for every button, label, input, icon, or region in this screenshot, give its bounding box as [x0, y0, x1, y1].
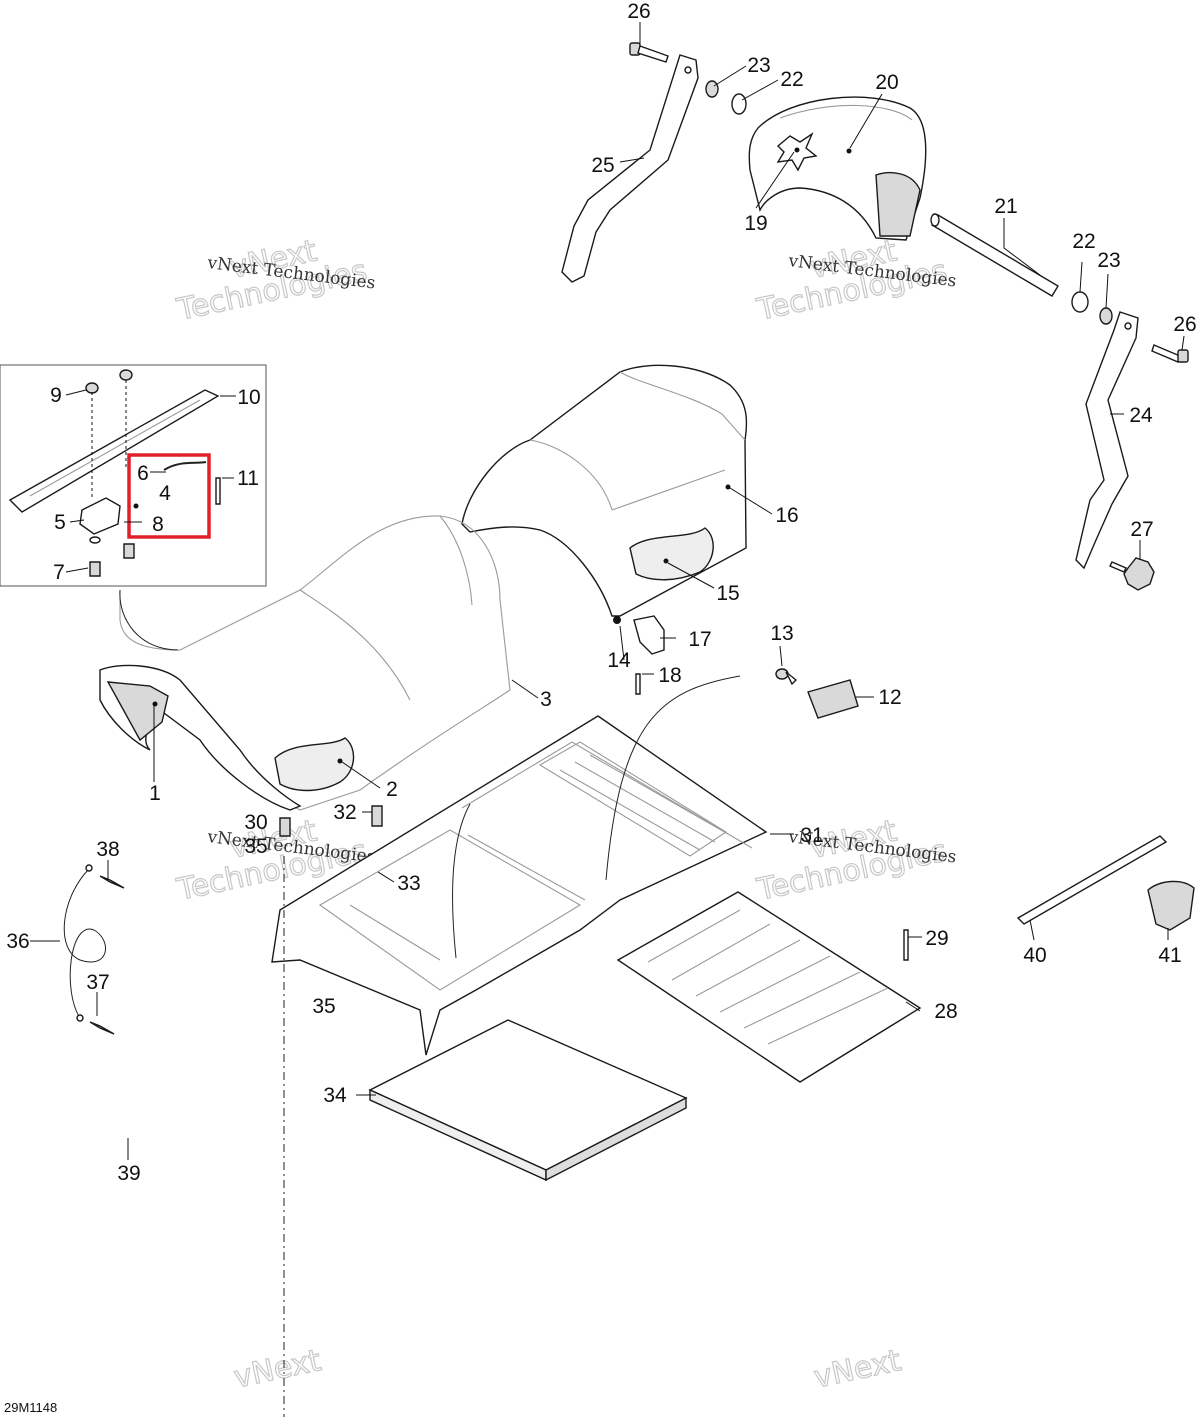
backrest-side [875, 172, 921, 237]
screw-13 [775, 668, 798, 686]
callout-35-upper: 35 [244, 835, 267, 858]
callout-21: 21 [994, 195, 1017, 218]
callout-26-top: 26 [627, 0, 650, 23]
callout-33: 33 [397, 872, 420, 895]
callout-37: 37 [86, 971, 109, 994]
callout-23-right: 23 [1097, 249, 1120, 272]
callout-29: 29 [925, 927, 948, 950]
hinge-12 [807, 679, 859, 719]
callout-32: 32 [333, 801, 356, 824]
tether-cable [63, 864, 125, 1035]
storage-box-pad-15 [629, 527, 714, 581]
callout-39: 39 [117, 1162, 140, 1185]
floor-tray-28 [616, 891, 922, 1083]
callout-23-top: 23 [747, 54, 770, 77]
bracket-right [1075, 311, 1139, 570]
foam-panel-34 [368, 1019, 688, 1182]
rivet-18 [635, 673, 641, 695]
backrest-assembly [561, 42, 1189, 591]
callout-14: 14 [607, 649, 631, 672]
latch-rail-10 [8, 389, 220, 513]
callout-3: 3 [540, 688, 552, 711]
seat-cushion [99, 515, 511, 811]
callout-8: 8 [152, 513, 164, 536]
callout-1: 1 [149, 782, 161, 805]
callout-41: 41 [1158, 944, 1181, 967]
watermark-line1: vNext [231, 1343, 324, 1396]
inset-latch-detail [0, 364, 267, 587]
callout-2: 2 [386, 778, 398, 801]
storage-box-shell [461, 364, 748, 617]
washer-22 [731, 93, 747, 115]
callout-26-right: 26 [1173, 313, 1196, 336]
callout-40: 40 [1023, 944, 1046, 967]
storage-box [461, 364, 748, 624]
bushing-23-right [1099, 307, 1113, 325]
watermark-line1: vNext [811, 1343, 904, 1396]
callout-38: 38 [96, 838, 119, 861]
callout-34: 34 [323, 1084, 347, 1107]
latch-bar-40 [1016, 835, 1168, 925]
callout-22-right: 22 [1072, 230, 1095, 253]
callout-9: 9 [50, 384, 62, 407]
callout-4: 4 [159, 482, 171, 505]
callout-18: 18 [658, 664, 681, 687]
assembly-arrows [119, 589, 741, 1417]
callout-24: 24 [1129, 404, 1153, 427]
knob-27 [1109, 557, 1155, 591]
screw-26-right [1151, 344, 1189, 363]
callout-19: 19 [744, 212, 767, 235]
callout-30: 30 [244, 811, 267, 834]
seat-frame [271, 715, 768, 1056]
callout-12: 12 [878, 686, 901, 709]
seat-pad-2 [274, 737, 355, 792]
bolt-32 [371, 805, 383, 827]
callout-11: 11 [237, 467, 259, 490]
latch-5 [79, 497, 121, 535]
latch-cap-41 [1147, 880, 1195, 931]
bushing-23 [705, 80, 719, 98]
callout-16: 16 [775, 504, 798, 527]
callout-7: 7 [53, 561, 65, 584]
callout-10: 10 [237, 386, 260, 409]
screw-30 [279, 817, 291, 837]
callout-labels: 1 2 3 4 5 6 7 8 9 10 11 12 13 14 15 16 1… [6, 0, 1196, 1185]
callout-17: 17 [688, 628, 711, 651]
callout-6: 6 [137, 462, 149, 485]
leader-lines [30, 22, 1185, 1160]
callout-22-top: 22 [780, 68, 803, 91]
washer-22-right [1071, 291, 1089, 313]
inset-border [0, 364, 267, 587]
callout-28: 28 [934, 1000, 957, 1023]
diagram-code: 29M1148 [4, 1400, 57, 1415]
screw-26-top [629, 42, 669, 63]
callout-31: 31 [800, 824, 823, 847]
rivet-29 [903, 929, 909, 961]
bracket-left [561, 54, 699, 283]
callout-25: 25 [591, 154, 614, 177]
callout-36: 36 [6, 930, 29, 953]
callout-20: 20 [875, 71, 898, 94]
highlight-box [127, 453, 211, 539]
callout-13: 13 [770, 622, 793, 645]
callout-27: 27 [1130, 518, 1153, 541]
callout-15: 15 [716, 582, 739, 605]
hinge-17 [633, 615, 665, 655]
callout-5: 5 [54, 511, 66, 534]
callout-35-lower: 35 [312, 995, 335, 1018]
